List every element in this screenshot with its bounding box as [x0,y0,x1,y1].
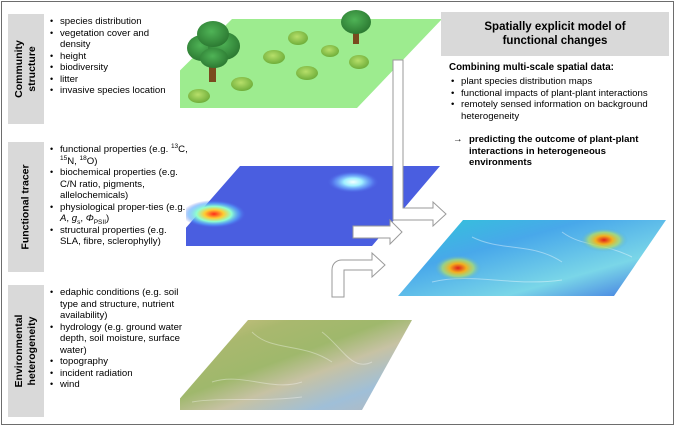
list-item: topography [50,356,184,368]
list-item: functional properties (e.g. 13C, 15N, 18… [50,143,188,167]
label-line: structure [26,46,38,92]
tracer-hotspot [182,200,246,228]
label-line: Functional tracer [19,164,32,250]
list-item: remotely sensed information on backgroun… [451,99,673,122]
list-item: hydrology (e.g. ground water depth, soil… [50,322,184,357]
list-item: species distribution [50,16,180,28]
list-item: vegetation cover and density [50,28,180,51]
list-item: functional impacts of plant-plant intera… [451,88,673,100]
environmental-heterogeneity-label: Environmental heterogeneity [8,285,44,417]
panel-list: plant species distribution maps function… [449,76,673,122]
result-text: predicting the outcome of plant-plant in… [469,134,639,168]
terrain-texture [191,331,373,403]
list-item: biodiversity [50,62,180,74]
model-summary-panel: Spatially explicit model of functional c… [441,12,669,180]
list-item: plant species distribution maps [451,76,673,88]
panel-title-line: functional changes [502,35,608,47]
list-item: litter [50,74,180,86]
model-hotspot [580,228,628,252]
arrow-terrain [331,251,386,298]
community-structure-list: species distribution vegetation cover an… [46,14,180,97]
right-arrow-icon: → [453,134,463,145]
label-line: Environmental [13,314,25,388]
community-structure-label: Community structure [8,14,44,124]
list-item: structural properties (e.g. SLA, fibre, … [50,225,188,248]
list-item: physiological proper-ties (e.g. A, gs, Φ… [50,202,188,226]
flow-arrows [331,59,447,298]
label-line: heterogeneity [26,316,38,386]
panel-title: Spatially explicit model of functional c… [441,12,669,56]
tree-icon [187,21,240,82]
model-plane [398,220,666,296]
list-item: edaphic conditions (e.g. soil type and s… [50,287,184,322]
arrow-community [392,59,447,228]
tree-icon [341,10,371,44]
list-item: height [50,51,180,63]
list-item: invasive species location [50,85,180,97]
functional-tracer-label: Functional tracer [8,142,44,272]
list-item: wind [50,379,184,391]
list-item: incident radiation [50,368,184,380]
model-hotspot [434,255,482,281]
environmental-heterogeneity-list: edaphic conditions (e.g. soil type and s… [46,285,184,391]
tracer-hotspot [327,171,379,193]
functional-tracer-list: functional properties (e.g. 13C, 15N, 18… [46,142,188,248]
panel-title-line: Spatially explicit model of [484,21,626,33]
label-line: Community [13,40,25,98]
section-environmental-heterogeneity: Environmental heterogeneity edaphic cond… [8,285,182,417]
panel-result: → predicting the outcome of plant-plant … [453,134,658,169]
arrow-tracer [352,218,403,246]
terrain-plane [170,320,412,410]
section-functional-tracer: Functional tracer functional properties … [8,142,188,272]
panel-subtitle: Combining multi-scale spatial data: [449,62,614,73]
section-community-structure: Community structure species distribution… [8,14,180,124]
list-item: biochemical properties (e.g. C/N ratio, … [50,167,188,202]
